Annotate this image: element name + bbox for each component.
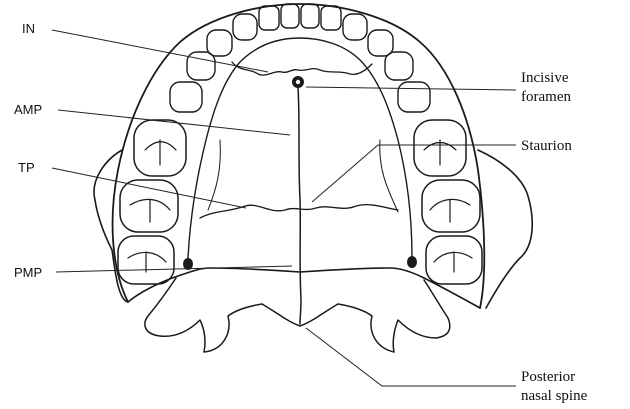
tooth — [259, 6, 279, 30]
greater-palatine-foramen-right — [407, 256, 417, 268]
leader-posterior — [306, 328, 516, 386]
tooth — [422, 180, 480, 232]
incisive-foramen-inner — [296, 80, 300, 84]
tooth — [398, 82, 430, 112]
label-in: IN — [22, 21, 35, 36]
tooth-fissure — [430, 199, 470, 222]
median-suture — [298, 88, 301, 324]
label-amp: AMP — [14, 102, 42, 117]
tooth — [281, 4, 299, 28]
incisor-teeth — [259, 4, 341, 30]
label-tp: TP — [18, 160, 35, 175]
right-pterygoid — [338, 280, 450, 352]
leader-amp — [58, 110, 290, 135]
leader-incisive — [306, 87, 516, 90]
tooth — [187, 52, 215, 80]
tooth — [321, 6, 341, 30]
tooth-fissure — [434, 252, 472, 272]
right-wing — [478, 150, 532, 308]
palatal-ridge-right — [380, 140, 398, 212]
tooth — [301, 4, 319, 28]
label-incisive-line2: foramen — [521, 89, 571, 105]
label-staurion: Staurion — [521, 138, 572, 154]
tooth — [368, 30, 393, 56]
left-pterygoid — [145, 278, 262, 352]
tooth-fissure — [424, 140, 456, 165]
tooth — [343, 14, 367, 40]
transverse-suture — [200, 205, 398, 218]
tooth-fissure — [130, 199, 170, 222]
leader-tp — [52, 168, 246, 208]
label-pmp: PMP — [14, 265, 42, 280]
palatal-ridge-left — [208, 140, 220, 210]
tooth — [207, 30, 232, 56]
incisive-suture — [232, 62, 372, 75]
label-posterior-line2: nasal spine — [521, 388, 588, 404]
tooth — [233, 14, 257, 40]
tooth-fissure — [145, 140, 176, 165]
left-teeth — [118, 14, 257, 284]
tooth — [385, 52, 413, 80]
label-incisive-line1: Incisive — [521, 70, 569, 86]
label-posterior-line1: Posterior — [521, 369, 575, 385]
tooth — [170, 82, 202, 112]
